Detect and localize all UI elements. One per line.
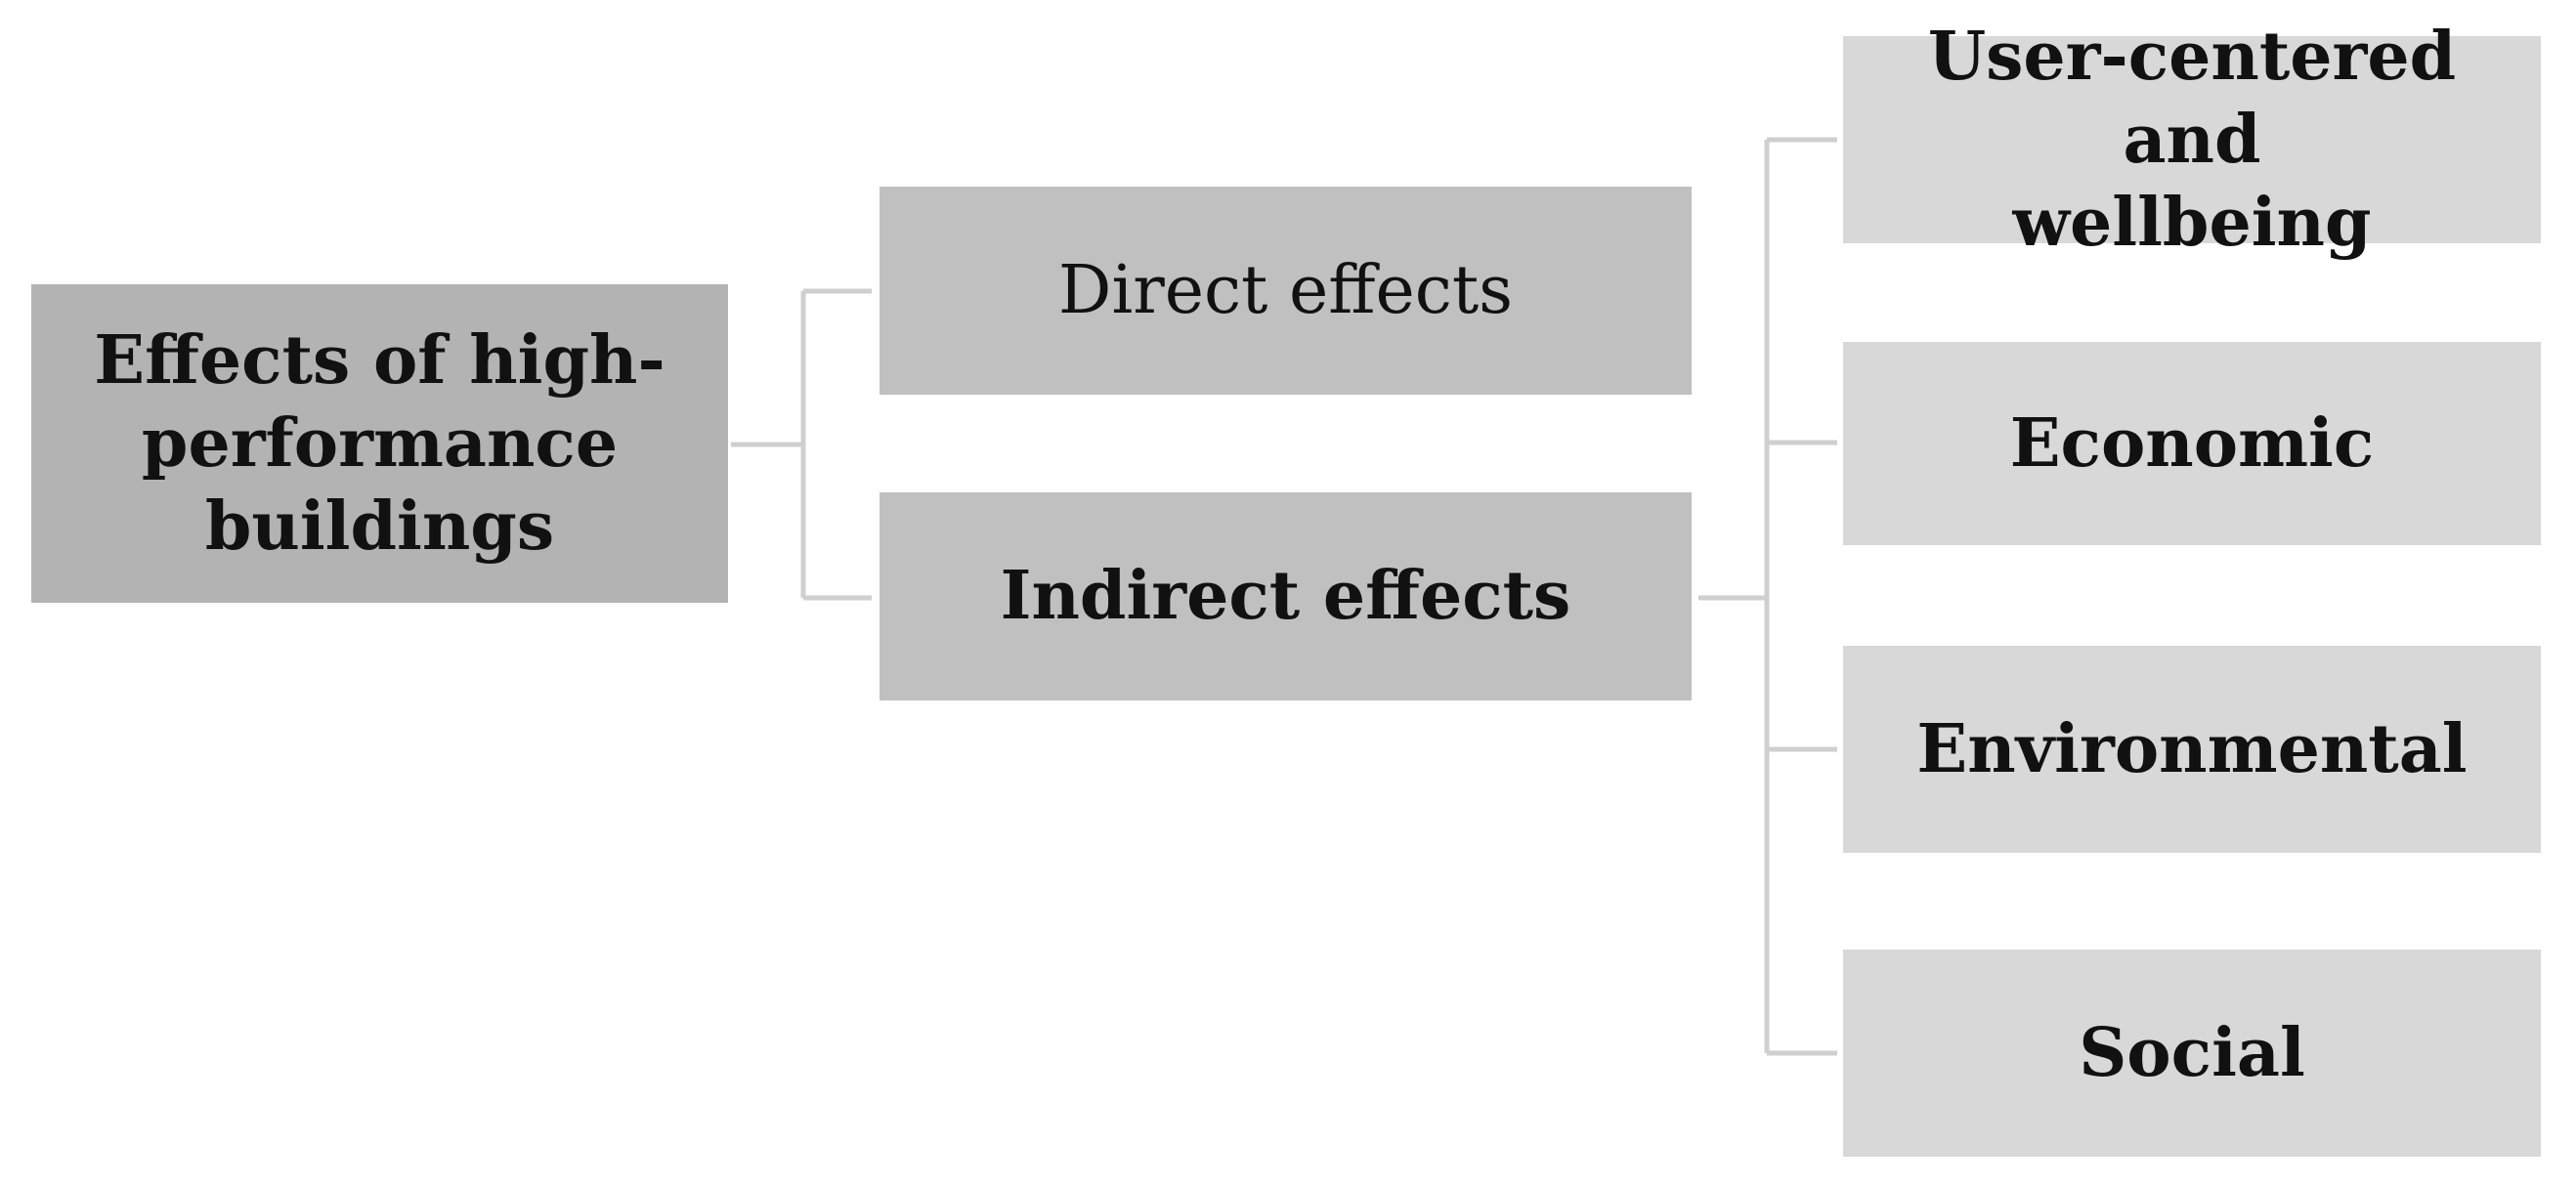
root-node-effects-of-high-performance-buildings: Effects of high- performance buildings [31, 284, 728, 603]
root-label-line2: performance [141, 403, 619, 483]
root-label-line1: Effects of high- [94, 320, 665, 400]
user-centered-line1: User-centered and [1927, 17, 2457, 179]
node-indirect-effects: Indirect effects [880, 492, 1692, 700]
node-user-centered-and-wellbeing: User-centered and wellbeing [1843, 18, 2541, 262]
economic-label: Economic [2009, 403, 2375, 483]
node-social: Social [1843, 950, 2541, 1157]
root-node-label: Effects of high- performance buildings [94, 319, 665, 569]
node-direct-effects: Direct effects [880, 187, 1692, 395]
environmental-label: Environmental [1916, 709, 2468, 788]
user-centered-label: User-centered and wellbeing [1863, 16, 2521, 265]
indirect-effects-label: Indirect effects [1000, 557, 1571, 635]
node-environmental: Environmental [1843, 646, 2541, 853]
root-label-line3: buildings [204, 487, 555, 566]
direct-effects-label: Direct effects [1057, 252, 1514, 329]
user-centered-line2: wellbeing [2012, 183, 2372, 262]
social-label: Social [2079, 1013, 2305, 1092]
node-economic: Economic [1843, 342, 2541, 545]
